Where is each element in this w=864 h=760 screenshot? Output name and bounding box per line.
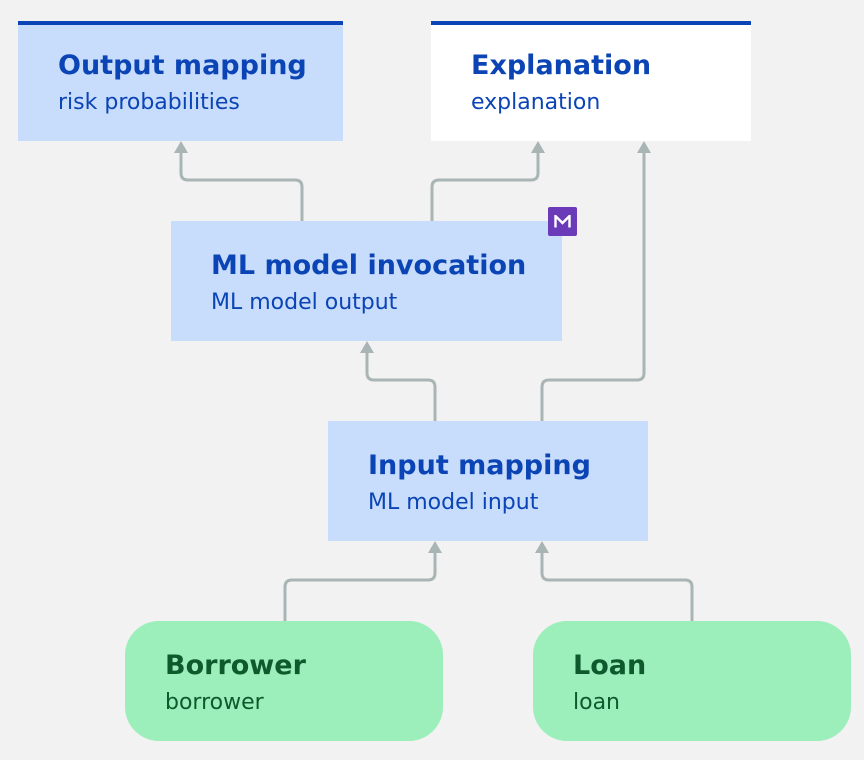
arrowhead xyxy=(174,141,188,153)
node-title: Borrower xyxy=(165,650,306,681)
edge-loan-to-input-mapping xyxy=(540,552,694,621)
node-ml-model-invocation[interactable]: ML model invocation ML model output xyxy=(171,221,562,341)
node-title: Explanation xyxy=(471,50,652,81)
node-explanation[interactable]: Explanation explanation xyxy=(431,21,751,141)
node-loan[interactable]: Loan loan xyxy=(533,621,851,741)
node-subtitle: borrower xyxy=(165,690,264,715)
arrowhead xyxy=(360,341,374,353)
node-title: Loan xyxy=(573,650,647,681)
edge-input-mapping-to-ml-model xyxy=(365,352,437,421)
node-title: Output mapping xyxy=(58,50,307,81)
node-subtitle: ML model input xyxy=(368,490,539,515)
arrowhead xyxy=(535,541,549,553)
arrowhead xyxy=(637,141,651,153)
edge-ml-model-to-explanation xyxy=(430,152,540,221)
node-title: ML model invocation xyxy=(211,250,527,281)
arrowhead xyxy=(531,141,545,153)
node-subtitle: ML model output xyxy=(211,290,398,315)
node-borrower[interactable]: Borrower borrower xyxy=(125,621,443,741)
edge-ml-model-to-output-mapping xyxy=(179,152,304,221)
node-subtitle: risk probabilities xyxy=(58,90,240,115)
node-subtitle: loan xyxy=(573,690,620,715)
node-output-mapping[interactable]: Output mapping risk probabilities xyxy=(18,21,343,141)
node-input-mapping[interactable]: Input mapping ML model input xyxy=(328,421,648,541)
machine-learning-model-icon xyxy=(548,207,577,236)
node-title: Input mapping xyxy=(368,450,591,481)
edge-input-mapping-to-explanation xyxy=(540,152,646,421)
edge-borrower-to-input-mapping xyxy=(283,552,437,621)
node-subtitle: explanation xyxy=(471,90,601,115)
arrowhead xyxy=(428,541,442,553)
